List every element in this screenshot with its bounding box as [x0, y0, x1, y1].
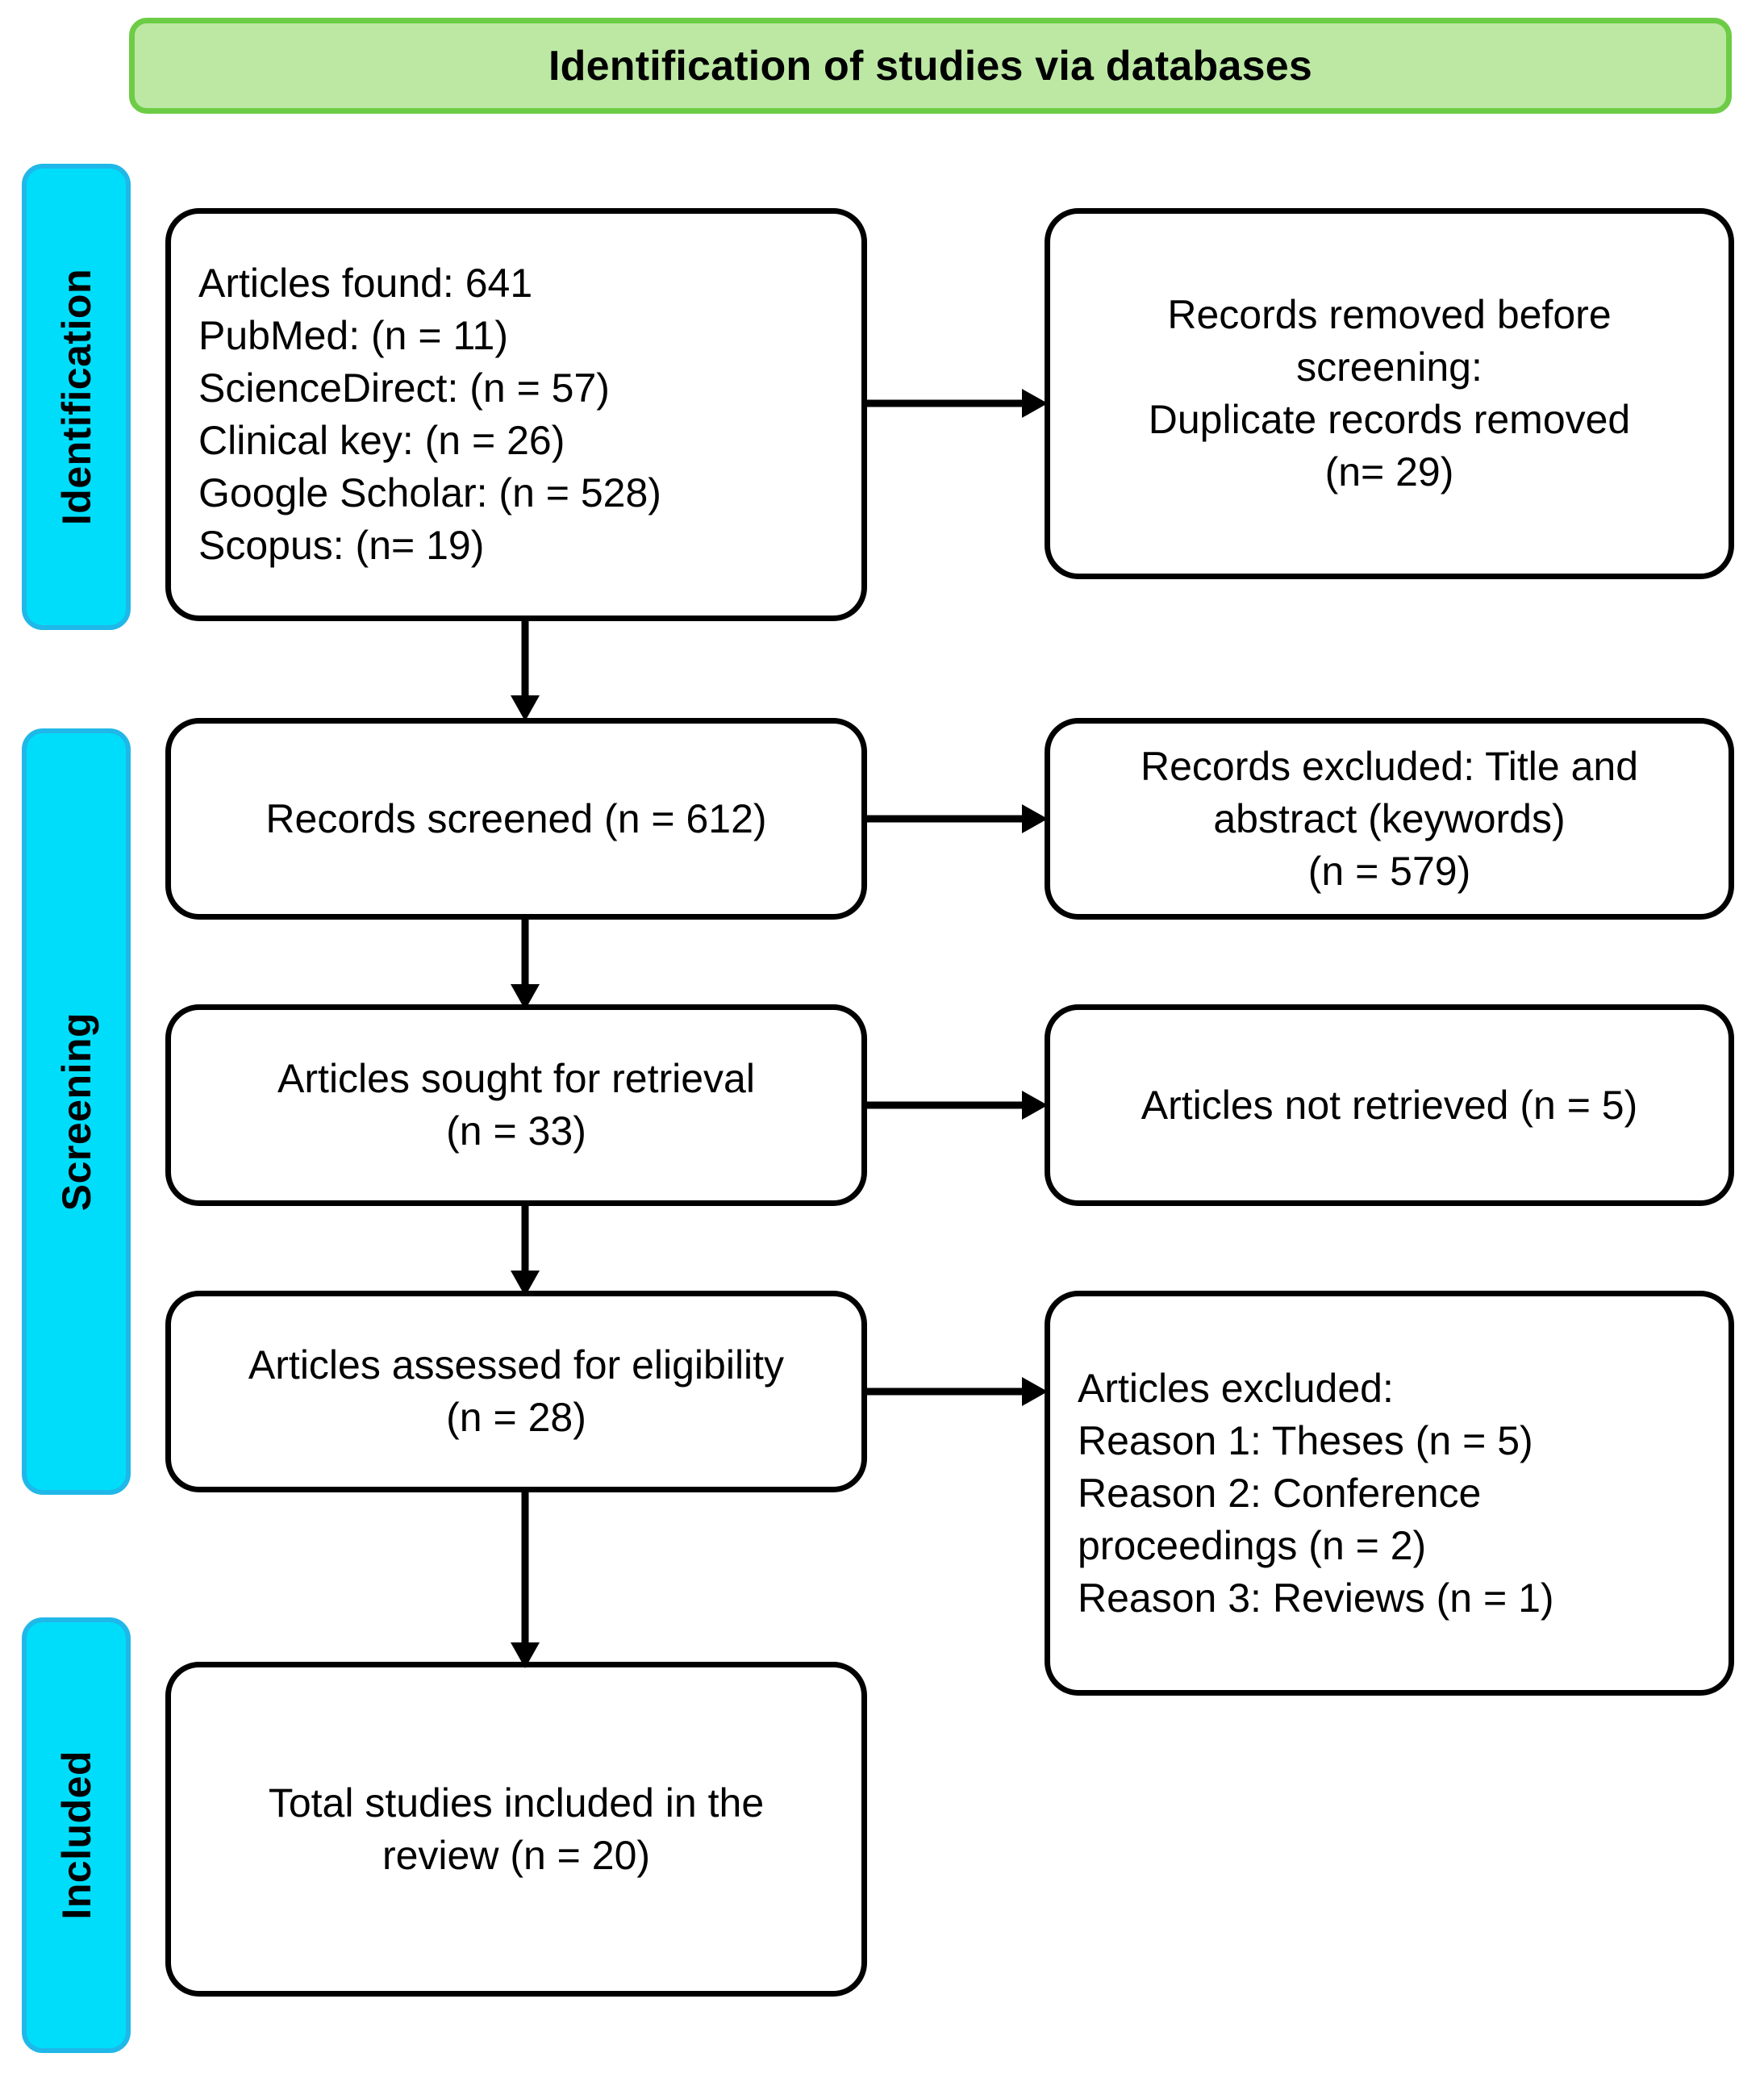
node-records-identified: Articles found: 641 PubMed: (n = 11) Sci…: [165, 208, 867, 621]
node-studies-included: Total studies included in the review (n …: [165, 1662, 867, 1997]
node-records-excluded: Records excluded: Title and abstract (ke…: [1045, 718, 1734, 920]
arrow-assessed-to-included: [507, 1492, 543, 1668]
node-articles-not-retrieved-text: Articles not retrieved (n = 5): [1141, 1082, 1638, 1128]
node-records-screened-text: Records screened (n = 612): [265, 795, 767, 841]
node-records-screened: Records screened (n = 612): [165, 718, 867, 920]
node-studies-included-text: Total studies included in the review (n …: [268, 1780, 765, 1878]
stage-label-identification: Identification: [22, 164, 131, 630]
stage-label-included: Included: [22, 1617, 131, 2053]
stage-label-screening: Screening: [22, 728, 131, 1495]
node-records-identified-text: Articles found: 641 PubMed: (n = 11) Sci…: [198, 261, 661, 568]
node-articles-assessed-text: Articles assessed for eligibility (n = 2…: [248, 1342, 785, 1440]
node-records-removed-text: Records removed before screening: Duplic…: [1148, 292, 1631, 495]
node-records-removed: Records removed before screening: Duplic…: [1045, 208, 1734, 579]
arrow-screened-to-excluded: [867, 801, 1048, 837]
stage-label-included-text: Included: [53, 1751, 99, 1920]
arrow-screened-to-sought: [507, 920, 543, 1010]
node-records-excluded-text: Records excluded: Title and abstract (ke…: [1140, 743, 1639, 894]
stage-label-screening-text: Screening: [53, 1012, 99, 1212]
node-articles-not-retrieved: Articles not retrieved (n = 5): [1045, 1004, 1734, 1206]
diagram-header-banner: Identification of studies via databases: [129, 18, 1732, 114]
arrow-identified-to-removed: [867, 386, 1048, 421]
arrow-assessed-to-excluded: [867, 1374, 1048, 1409]
arrow-identified-to-screened: [507, 621, 543, 721]
arrow-sought-to-not-retrieved: [867, 1087, 1048, 1123]
arrow-sought-to-assessed: [507, 1206, 543, 1296]
node-articles-assessed: Articles assessed for eligibility (n = 2…: [165, 1291, 867, 1492]
node-articles-sought: Articles sought for retrieval (n = 33): [165, 1004, 867, 1206]
stage-label-identification-text: Identification: [53, 268, 99, 526]
node-articles-excluded: Articles excluded: Reason 1: Theses (n =…: [1045, 1291, 1734, 1696]
node-articles-sought-text: Articles sought for retrieval (n = 33): [277, 1056, 755, 1154]
diagram-title: Identification of studies via databases: [548, 42, 1312, 90]
node-articles-excluded-text: Articles excluded: Reason 1: Theses (n =…: [1078, 1365, 1554, 1621]
